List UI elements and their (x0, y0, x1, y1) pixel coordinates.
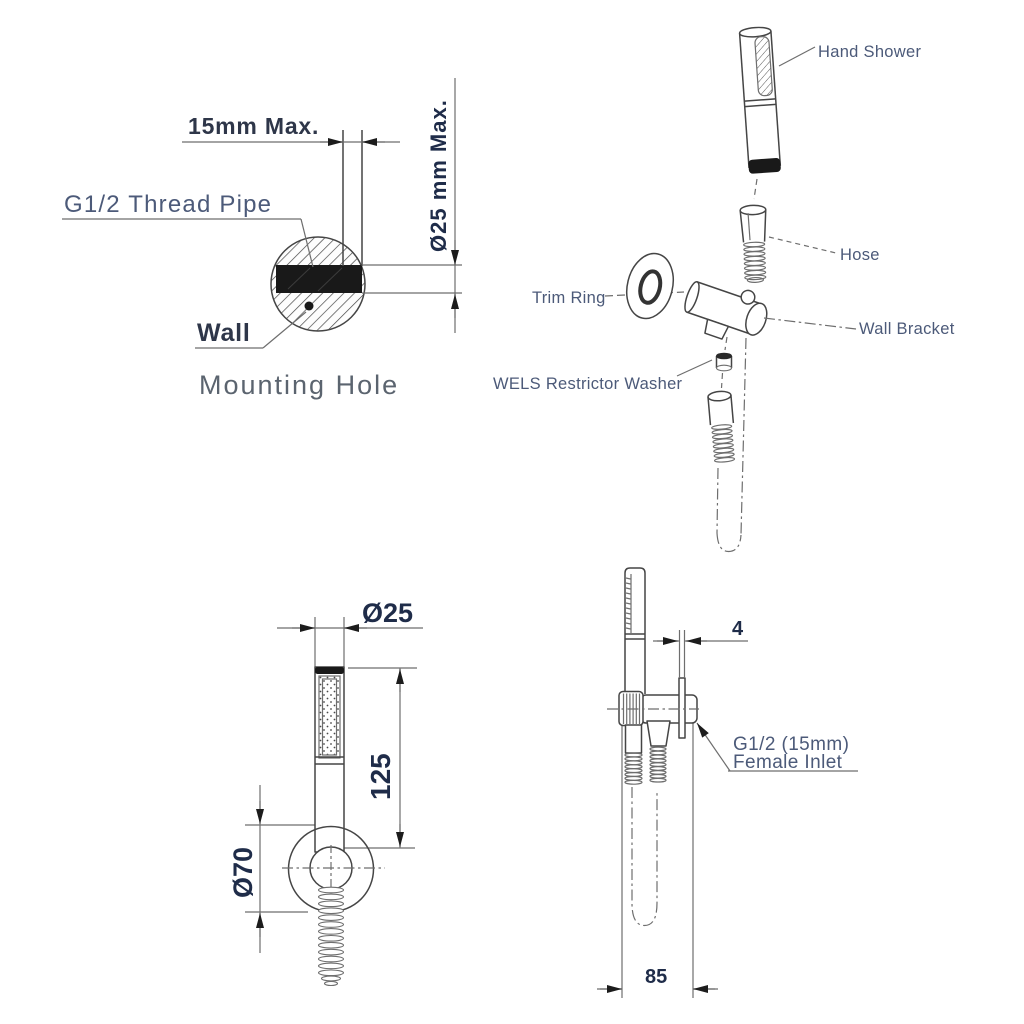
exploded-assembly: Hand Shower Hose Trim Ring Wall Bracket … (493, 26, 955, 553)
handset-length-text: 125 (365, 753, 396, 800)
handset-side (624, 567, 646, 694)
outlet-elbow (707, 390, 736, 464)
wall-label: Wall (197, 319, 251, 347)
mounting-hole-title: Mounting Hole (199, 370, 399, 400)
hand-shower-label: Hand Shower (818, 43, 921, 61)
handset-dia-text: Ø25 (362, 598, 413, 628)
wall-callout: Wall (195, 311, 307, 349)
hole-diameter-dimension: Ø25 mm Max. (362, 78, 462, 333)
handset-dia-dimension: Ø25 (277, 598, 423, 667)
trim-ring-label: Trim Ring (532, 289, 606, 307)
thread-pipe-section (276, 265, 362, 293)
inlet-label-line1: G1/2 (15mm) (733, 734, 849, 755)
thread-pipe-lines (342, 130, 363, 266)
front-elevation: Ø25 125 Ø70 (228, 598, 423, 987)
side-elevation: 4 G1/2 (15mm) Female Inlet (597, 567, 858, 998)
hose-loop-side (631, 787, 658, 927)
offset-dim-text: 85 (645, 966, 667, 988)
exploded-callouts: Hand Shower Hose Trim Ring Wall Bracket … (493, 43, 955, 393)
wels-washer-label: WELS Restrictor Washer (493, 375, 683, 393)
trim-ring (626, 252, 674, 320)
plate-thickness-dimension: 4 (653, 618, 748, 678)
hose-label: Hose (840, 246, 880, 264)
thread-pipe-label: G1/2 Thread Pipe (64, 191, 272, 218)
hose-connector (739, 204, 767, 283)
mounting-hole-detail: 15mm Max. G1/2 Thread Pipe Wall Mounting… (62, 78, 462, 400)
offset-dimension: 85 (597, 966, 718, 993)
fixing-dot (304, 301, 314, 311)
outlet-side (624, 720, 671, 785)
wall-bracket-label: Wall Bracket (859, 320, 955, 338)
flange-dia-text: Ø70 (228, 847, 258, 898)
hand-shower-wand (738, 26, 782, 174)
plate-thickness-text: 4 (732, 618, 744, 640)
protrusion-dim-text: 15mm Max. (188, 113, 319, 139)
hole-dia-dim-text: Ø25 mm Max. (426, 99, 451, 252)
wall-bracket-side (607, 677, 699, 739)
restrictor-washer (715, 336, 733, 389)
protrusion-dimension: 15mm Max. (182, 113, 400, 146)
inlet-label-line2: Female Inlet (733, 752, 843, 773)
thread-pipe-callout: G1/2 Thread Pipe (62, 191, 314, 268)
hose-coil (317, 886, 345, 987)
wall-section (270, 236, 366, 332)
trim-plate-side (678, 677, 686, 739)
inlet-callout: G1/2 (15mm) Female Inlet (696, 722, 858, 773)
handset (314, 666, 345, 853)
wall-bracket (684, 281, 768, 340)
handset-length-dimension: 125 (340, 667, 417, 849)
hose-loop-centerline (716, 337, 747, 553)
